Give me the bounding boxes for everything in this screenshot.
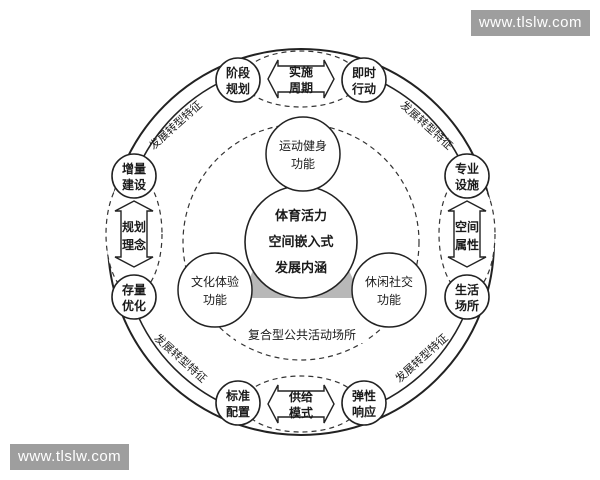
outer-node-top-left-line-1: 阶段 <box>226 65 251 80</box>
outer-node-left-top: 增量 建设 <box>111 153 157 199</box>
connector-top-line-2: 周期 <box>289 80 313 95</box>
outer-node-left-top-line-2: 建设 <box>121 177 147 192</box>
connector-right-line-2: 属性 <box>455 237 479 252</box>
outer-node-top-right-line-2: 行动 <box>351 81 376 96</box>
outer-node-right-bottom: 生活 场所 <box>444 274 490 320</box>
outer-node-right-top-line-1: 专业 <box>455 161 479 176</box>
connector-bottom-line-1: 供给 <box>288 389 313 404</box>
outer-node-right-top: 专业 设施 <box>444 153 490 199</box>
outer-node-right-bottom-line-1: 生活 <box>455 282 479 297</box>
outer-node-bottom-right-line-2: 响应 <box>352 404 376 419</box>
arc-label-upper-left: 发展转型特征 <box>146 98 204 153</box>
arc-label-lower-left: 发展转型特征 <box>151 331 209 386</box>
function-top-line-2: 功能 <box>291 157 315 171</box>
watermark-top: www.tlslw.com <box>470 10 590 36</box>
arc-label-upper-right: 发展转型特征 <box>397 98 455 153</box>
inner-dashed-ring <box>182 123 420 361</box>
watermark-bottom: www.tlslw.com <box>10 444 130 470</box>
function-right-line-2: 功能 <box>377 293 401 307</box>
connector-left-line-1: 规划 <box>122 219 146 234</box>
center-line-3: 发展内涵 <box>274 260 327 276</box>
function-node-right <box>351 252 427 328</box>
function-node-left <box>177 252 253 328</box>
outer-node-left-bottom-line-1: 存量 <box>121 282 146 297</box>
connector-right-line-1: 空间 <box>455 219 479 234</box>
inner-ring-label-bg <box>236 325 368 343</box>
outer-node-right-top-line-2: 设施 <box>455 177 479 192</box>
function-left-line-1: 文化体验 <box>191 274 239 289</box>
outer-node-left-bottom: 存量 优化 <box>111 274 157 320</box>
outer-node-bottom-left-line-2: 配置 <box>226 404 250 419</box>
arc-label-lower-right: 发展转型特征 <box>392 331 450 386</box>
outer-node-left-bottom-line-2: 优化 <box>122 298 146 313</box>
outer-node-bottom-right: 弹性 响应 <box>341 380 387 426</box>
center-line-1: 体育活力 <box>275 208 327 224</box>
outer-node-top-left-line-2: 规划 <box>226 81 250 96</box>
function-left-line-2: 功能 <box>203 293 227 307</box>
function-top-line-1: 运动健身 <box>279 138 327 153</box>
function-right-line-1: 休闲社交 <box>365 274 413 289</box>
double-arrow-right <box>447 200 487 268</box>
center-line-2: 空间嵌入式 <box>268 234 333 250</box>
outer-node-top-left: 阶段 规划 <box>215 57 261 103</box>
inner-ring-label: 复合型公共活动场所 <box>248 327 356 342</box>
outer-node-top-right-line-1: 即时 <box>352 65 376 80</box>
double-arrow-top <box>267 59 335 99</box>
double-arrow-bottom <box>267 384 335 424</box>
outer-node-bottom-left: 标准 配置 <box>215 380 261 426</box>
connector-bottom-line-2: 模式 <box>289 405 313 420</box>
outer-node-right-bottom-line-2: 场所 <box>455 298 479 313</box>
function-node-top <box>265 116 341 192</box>
outer-node-bottom-left-line-1: 标准 <box>225 388 250 403</box>
double-arrow-left <box>114 200 154 268</box>
outer-node-left-top-line-1: 增量 <box>122 161 146 176</box>
outer-node-bottom-right-line-1: 弹性 <box>352 388 376 403</box>
outer-node-top-right: 即时 行动 <box>341 57 387 103</box>
connector-top-line-1: 实施 <box>289 64 313 79</box>
connector-left-line-2: 理念 <box>122 237 146 252</box>
